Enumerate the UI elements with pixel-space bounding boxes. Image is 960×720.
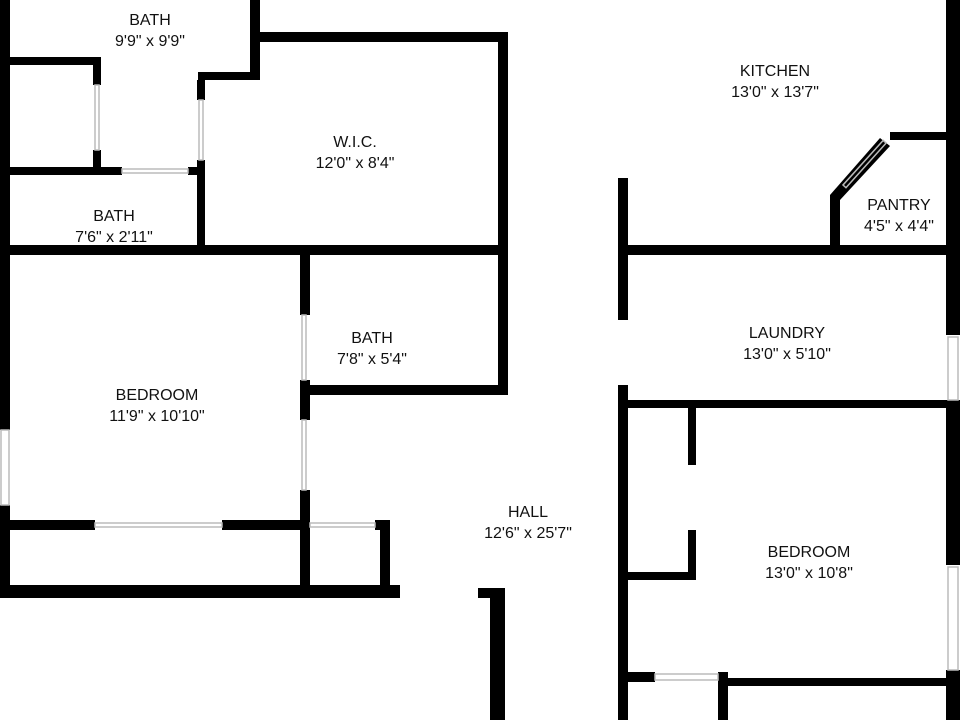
room-bedroom-1: BEDROOM 11'9" x 10'10" xyxy=(109,385,204,427)
room-bedroom-2: BEDROOM 13'0" x 10'8" xyxy=(765,542,853,584)
room-bath-1: BATH 9'9" x 9'9" xyxy=(115,10,185,52)
room-size: 13'0" x 13'7" xyxy=(731,84,819,101)
room-laundry: LAUNDRY 13'0" x 5'10" xyxy=(743,323,831,365)
room-name: BATH xyxy=(93,208,135,225)
room-size: 13'0" x 5'10" xyxy=(743,346,831,363)
room-name: LAUNDRY xyxy=(748,325,826,342)
room-bath-3: BATH 7'8" x 5'4" xyxy=(337,328,407,370)
room-name: BEDROOM xyxy=(115,387,199,404)
room-size: 12'6" x 25'7" xyxy=(484,525,572,542)
room-hall: HALL 12'6" x 25'7" xyxy=(484,502,572,544)
room-wic: W.I.C. 12'0" x 8'4" xyxy=(316,132,395,174)
room-pantry: PANTRY 4'5" x 4'4" xyxy=(864,195,934,237)
room-name: PANTRY xyxy=(867,197,931,214)
room-size: 9'9" x 9'9" xyxy=(115,33,185,50)
room-bath-2: BATH 7'6" x 2'11" xyxy=(75,206,153,248)
room-size: 4'5" x 4'4" xyxy=(864,218,934,235)
room-name: W.I.C. xyxy=(333,134,377,151)
room-name: BATH xyxy=(351,330,393,347)
room-name: HALL xyxy=(507,504,549,521)
room-size: 7'6" x 2'11" xyxy=(75,229,153,246)
room-name: KITCHEN xyxy=(739,63,811,80)
room-name: BATH xyxy=(129,12,171,29)
room-kitchen: KITCHEN 13'0" x 13'7" xyxy=(731,61,819,103)
room-name: BEDROOM xyxy=(767,544,851,561)
room-size: 11'9" x 10'10" xyxy=(109,408,205,425)
room-size: 7'8" x 5'4" xyxy=(337,351,407,368)
openings xyxy=(0,84,959,681)
room-size: 13'0" x 10'8" xyxy=(765,565,853,582)
room-size: 12'0" x 8'4" xyxy=(315,155,395,172)
